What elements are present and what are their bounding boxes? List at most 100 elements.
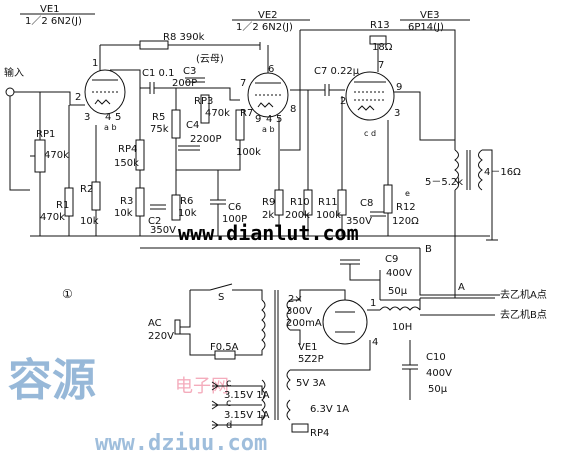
r11-label: R11 bbox=[318, 197, 338, 208]
c4-label: C4 bbox=[186, 120, 199, 131]
r9-label: R9 bbox=[262, 197, 275, 208]
ve2-heater-ab: a b bbox=[262, 125, 275, 134]
r10-value: 200k bbox=[285, 210, 310, 221]
r12-label: R12 bbox=[396, 202, 416, 213]
rp4-label: RP4 bbox=[118, 144, 137, 155]
c6-label: C6 bbox=[228, 202, 241, 213]
power-transformer-icon bbox=[261, 290, 291, 420]
input-label: 输入 bbox=[4, 66, 24, 79]
r5-value: 75k bbox=[150, 124, 169, 135]
heater-c-label: c bbox=[226, 378, 232, 389]
hv-200ma: 200mA bbox=[286, 318, 322, 329]
c2-label: C2 bbox=[148, 216, 161, 227]
sec-315a: 3.15V 1A bbox=[224, 390, 270, 401]
ac-label: AC bbox=[148, 318, 162, 329]
ve2-name: VE2 bbox=[258, 10, 278, 21]
r6-resistor bbox=[171, 194, 181, 221]
watermark-url-bottom: www.dziuu.com bbox=[95, 431, 267, 456]
r7-label: R7 bbox=[240, 108, 253, 119]
sec-63v: 6.3V 1A bbox=[310, 404, 349, 415]
out-a-label: 去乙机A点 bbox=[500, 288, 547, 301]
node-b-label: B bbox=[425, 244, 432, 255]
r2-value: 10k bbox=[80, 216, 99, 227]
ve1-pin-3: 3 bbox=[84, 112, 90, 123]
r3-value: 10k bbox=[114, 208, 133, 219]
c9-voltage: 400V bbox=[386, 268, 412, 279]
r6-value: 10k bbox=[178, 208, 197, 219]
heater-c2-label: c bbox=[226, 398, 232, 409]
ve2-pin-6: 6 bbox=[268, 64, 274, 75]
ve3-type: 6P14(J) bbox=[408, 22, 444, 33]
out-b-label: 去乙机B点 bbox=[500, 308, 547, 321]
r8-resistor bbox=[139, 40, 169, 50]
section-number: ① bbox=[62, 287, 73, 301]
c8-value: 350V bbox=[346, 216, 372, 227]
mica-label: (云母) bbox=[196, 53, 224, 65]
c10-label: C10 bbox=[426, 352, 446, 363]
e-label: e bbox=[405, 189, 410, 198]
watermark-cn: 容源 bbox=[8, 355, 96, 406]
ve2-tube-icon bbox=[247, 72, 289, 118]
hv-300v: 300V bbox=[286, 306, 312, 317]
r3-label: R3 bbox=[120, 196, 133, 207]
ve1-name: VE1 bbox=[40, 4, 60, 15]
c8-label: C8 bbox=[360, 198, 373, 209]
r12-value: 120Ω bbox=[392, 216, 419, 227]
ve3-pin-2: 2 bbox=[340, 96, 346, 107]
sec-5v: 5V 3A bbox=[296, 378, 326, 389]
rp4b-pot bbox=[291, 423, 309, 433]
r5-label: R5 bbox=[152, 112, 165, 123]
c3-label: C3 bbox=[183, 66, 196, 77]
c6-value: 100P bbox=[222, 214, 247, 225]
r13-label: R13 bbox=[370, 20, 390, 31]
ve3-pin-3: 3 bbox=[394, 108, 400, 119]
rect-type: 5Z2P bbox=[298, 354, 324, 365]
ve1-type: 1／2 6N2(J) bbox=[25, 15, 82, 27]
c10-voltage: 400V bbox=[426, 368, 452, 379]
rect-name: VE1 bbox=[298, 342, 318, 353]
ve2-pin-8: 8 bbox=[290, 104, 296, 115]
rect-pin-1: 1 bbox=[370, 298, 376, 309]
input-jack-icon bbox=[5, 87, 15, 97]
rp1-label: RP1 bbox=[36, 129, 55, 140]
ve2-pin-7: 7 bbox=[240, 78, 246, 89]
r2-label: R2 bbox=[80, 184, 93, 195]
rp4b-label: RP4 bbox=[310, 428, 329, 439]
r7-value: 100k bbox=[236, 147, 261, 158]
ve1-pin-5: 5 bbox=[115, 112, 121, 123]
rp3-pot bbox=[200, 94, 210, 124]
choke-icon bbox=[379, 299, 421, 311]
fuse-label: F0.5A bbox=[210, 342, 239, 353]
c9-label: C9 bbox=[385, 254, 398, 265]
r9-value: 2k bbox=[262, 210, 274, 221]
c4-value: 2200P bbox=[190, 134, 221, 145]
rp3-label: RP3 bbox=[194, 96, 213, 107]
r10-label: R10 bbox=[290, 197, 310, 208]
ve3-tube-icon bbox=[345, 71, 395, 121]
r6-label: R6 bbox=[180, 196, 193, 207]
ve2-pin-9: 9 bbox=[255, 114, 261, 125]
c2-value: 350V bbox=[150, 225, 176, 236]
output-transformer-icon bbox=[454, 149, 483, 191]
node-a-label: A bbox=[458, 282, 465, 293]
ve3-name: VE3 bbox=[420, 10, 440, 21]
r9-resistor bbox=[274, 189, 284, 216]
ac-plug-icon bbox=[174, 319, 181, 335]
c9-cap: 50μ bbox=[388, 286, 408, 297]
ve2-type: 1／2 6N2(J) bbox=[236, 21, 293, 33]
r11-value: 100k bbox=[316, 210, 341, 221]
choke-label: 10H bbox=[392, 322, 412, 333]
c7-label: C7 0.22μ bbox=[314, 66, 360, 77]
ve3-heater-cd: c d bbox=[364, 129, 376, 138]
ac-voltage: 220V bbox=[148, 331, 174, 342]
r1-value: 470k bbox=[40, 212, 65, 223]
ve1-heater-ab: a b bbox=[104, 123, 117, 132]
r13-value: 18Ω bbox=[372, 42, 393, 53]
rp3-value: 470k bbox=[205, 108, 230, 119]
ve1-pin-1: 1 bbox=[92, 58, 98, 69]
rp4-value: 150k bbox=[114, 158, 139, 169]
rectifier-tube-icon bbox=[322, 299, 368, 345]
rect-pin-4: 4 bbox=[372, 337, 378, 348]
r1-label: R1 bbox=[56, 200, 69, 211]
